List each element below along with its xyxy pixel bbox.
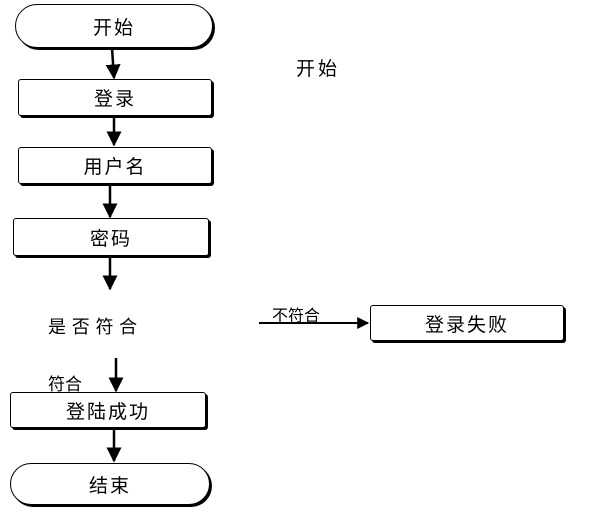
end-node-label: 结束 <box>88 474 131 497</box>
username-node-label: 用户名 <box>83 156 147 178</box>
start-note: 开始 <box>296 58 341 80</box>
decision-label: 是 否 符 合 <box>48 317 138 338</box>
login-node: 登录 <box>18 79 212 116</box>
password-node: 密码 <box>13 218 209 256</box>
success-node-label: 登陆成功 <box>65 400 150 423</box>
success-node: 登陆成功 <box>10 392 206 428</box>
start-node: 开始 <box>15 4 213 48</box>
login-node-label: 登录 <box>93 88 136 110</box>
mismatch-label: 不符合 <box>272 306 321 325</box>
fail-node: 登录失败 <box>370 305 564 341</box>
end-node: 结束 <box>10 463 210 505</box>
start-node-label: 开始 <box>92 16 135 39</box>
fail-node-label: 登录失败 <box>424 313 509 336</box>
username-node: 用户名 <box>18 147 212 184</box>
match-label: 符合 <box>48 375 82 395</box>
arrow-start-to-login <box>105 47 121 80</box>
password-node-label: 密码 <box>89 227 132 250</box>
